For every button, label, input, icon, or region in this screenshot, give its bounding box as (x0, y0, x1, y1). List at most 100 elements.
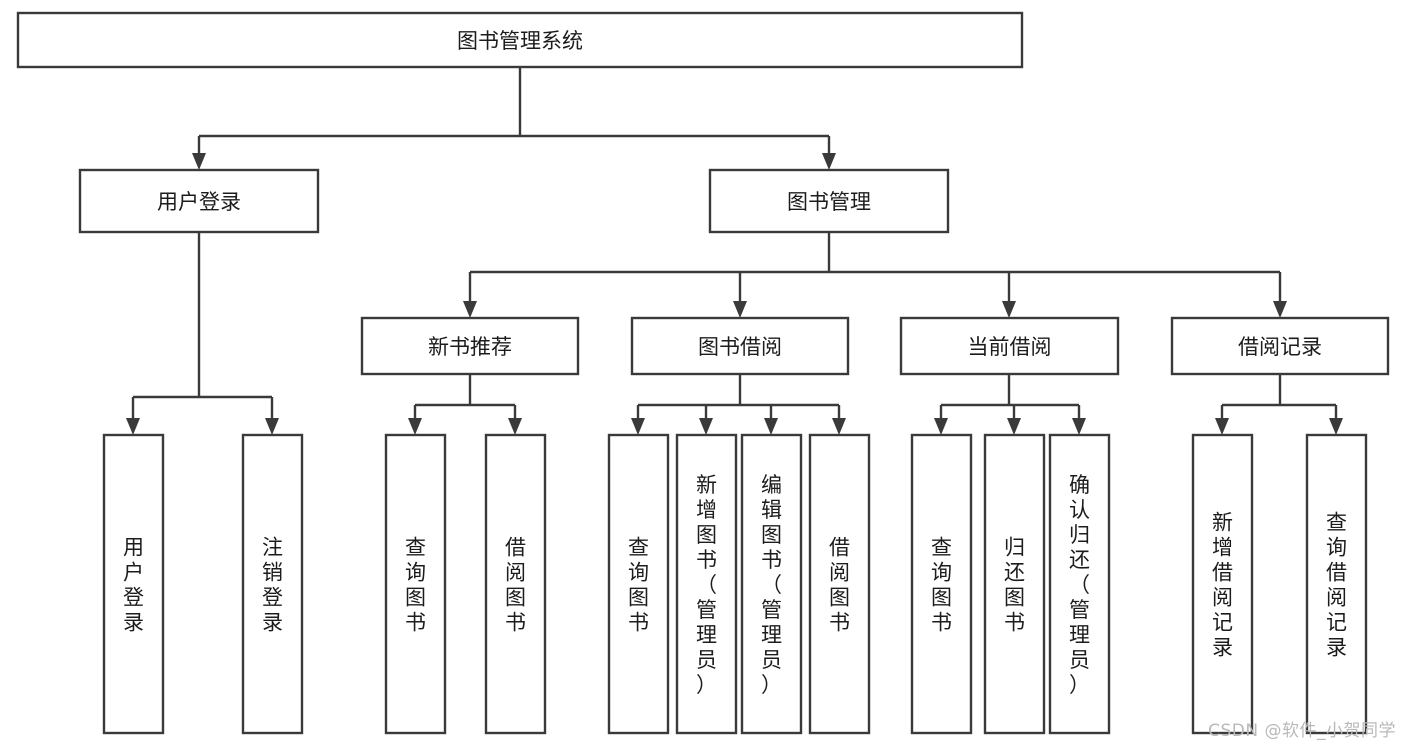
svg-text:登: 登 (262, 586, 283, 610)
svg-text:员: 员 (1069, 648, 1090, 672)
svg-text:书: 书 (505, 611, 526, 635)
node-label-book-borrow: 图书借阅 (698, 335, 782, 359)
svg-text:查: 查 (628, 536, 649, 560)
svg-text:图: 图 (628, 586, 649, 610)
node-label-borrow-record: 借阅记录 (1238, 335, 1322, 359)
svg-text:理: 理 (696, 623, 717, 647)
svg-text:查: 查 (931, 536, 952, 560)
svg-text:销: 销 (262, 561, 283, 585)
arrow-down-icon-leaf-2-0 (631, 418, 645, 435)
svg-text:借: 借 (829, 536, 850, 560)
arrow-down-icon-leaf-4-0 (1215, 418, 1229, 435)
svg-text:书: 书 (405, 611, 426, 635)
svg-text:管: 管 (761, 598, 782, 622)
svg-text:）: ） (1069, 673, 1090, 697)
node-book-management[interactable] (708, 168, 950, 234)
arrow-down-icon-leaf-3-0 (934, 418, 948, 435)
svg-text:录: 录 (262, 611, 283, 635)
svg-text:阅: 阅 (505, 561, 526, 585)
arrow-down-icon-level3-3 (1273, 301, 1287, 318)
node-leaf-query-borrow-record[interactable] (1305, 433, 1368, 735)
svg-text:新: 新 (696, 473, 717, 497)
node-current-borrow[interactable] (899, 316, 1120, 376)
node-leaf-return-book[interactable] (983, 433, 1046, 735)
node-label-current-borrow: 当前借阅 (968, 335, 1052, 359)
node-leaf-query-book-current[interactable] (910, 433, 973, 735)
arrow-down-icon-level2-0 (192, 153, 206, 170)
svg-text:录: 录 (1212, 636, 1233, 660)
svg-text:录: 录 (123, 611, 144, 635)
svg-text:认: 认 (1069, 498, 1090, 522)
svg-text:理: 理 (761, 623, 782, 647)
arrow-down-icon-leaf-0-1 (265, 418, 279, 435)
svg-text:询: 询 (628, 561, 649, 585)
node-leaf-user-login[interactable] (102, 433, 165, 735)
svg-text:图: 图 (829, 586, 850, 610)
svg-text:理: 理 (1069, 623, 1090, 647)
svg-text:归: 归 (1004, 536, 1025, 560)
svg-text:图: 图 (405, 586, 426, 610)
svg-text:录: 录 (1326, 636, 1347, 660)
node-leaf-add-book[interactable] (675, 433, 738, 735)
node-leaf-borrow-book-recommend[interactable] (484, 433, 547, 735)
svg-text:图: 图 (931, 586, 952, 610)
arrow-down-icon-level3-1 (733, 301, 747, 318)
node-leaf-edit-book[interactable] (740, 433, 803, 735)
svg-text:还: 还 (1004, 561, 1025, 585)
connector-layer (126, 67, 1343, 435)
svg-text:增: 增 (1212, 536, 1233, 560)
node-leaf-query-book-recommend[interactable] (384, 433, 447, 735)
svg-text:管: 管 (1069, 598, 1090, 622)
node-leaf-confirm-return[interactable] (1048, 433, 1111, 735)
svg-text:）: ） (761, 673, 782, 697)
svg-text:）: ） (696, 673, 717, 697)
node-leaf-query-book-borrow[interactable] (607, 433, 670, 735)
node-root[interactable] (16, 11, 1024, 69)
svg-text:书: 书 (931, 611, 952, 635)
arrow-down-icon-level3-2 (1002, 301, 1016, 318)
svg-text:（: （ (696, 573, 717, 597)
node-leaf-add-borrow-record[interactable] (1191, 433, 1254, 735)
node-borrow-record[interactable] (1170, 316, 1390, 376)
node-leaf-borrow-book[interactable] (808, 433, 871, 735)
svg-text:登: 登 (123, 586, 144, 610)
svg-text:确: 确 (1069, 473, 1090, 497)
svg-text:图: 图 (505, 586, 526, 610)
arrow-down-icon-leaf-4-1 (1329, 418, 1343, 435)
svg-text:询: 询 (405, 561, 426, 585)
svg-text:查: 查 (405, 536, 426, 560)
arrow-down-icon-leaf-1-1 (508, 418, 522, 435)
svg-text:管: 管 (696, 598, 717, 622)
svg-text:书: 书 (829, 611, 850, 635)
node-user-login[interactable] (78, 168, 320, 234)
arrow-down-icon-leaf-2-2 (764, 418, 778, 435)
svg-text:（: （ (761, 573, 782, 597)
node-leaf-logout[interactable] (241, 433, 304, 735)
svg-text:阅: 阅 (1212, 586, 1233, 610)
svg-text:借: 借 (1326, 561, 1347, 585)
svg-text:书: 书 (628, 611, 649, 635)
arrow-down-icon-leaf-1-0 (408, 418, 422, 435)
svg-text:注: 注 (262, 536, 283, 560)
svg-text:借: 借 (505, 536, 526, 560)
node-book-borrow[interactable] (630, 316, 850, 376)
svg-text:图: 图 (1004, 586, 1025, 610)
node-label-new-book-recommend: 新书推荐 (428, 335, 512, 359)
svg-text:询: 询 (931, 561, 952, 585)
node-new-book-recommend[interactable] (360, 316, 580, 376)
arrow-down-icon-leaf-2-3 (832, 418, 846, 435)
svg-text:辑: 辑 (761, 498, 782, 522)
node-label-book-management: 图书管理 (787, 190, 871, 214)
arrow-down-icon-leaf-3-2 (1072, 418, 1086, 435)
